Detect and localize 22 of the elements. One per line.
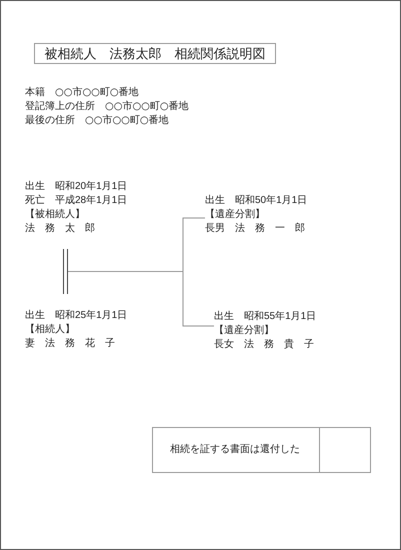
birth-date: 出生 昭和25年1月1日	[25, 309, 128, 323]
role-label: 【相続人】	[25, 323, 75, 337]
seal-box	[319, 427, 371, 473]
role-label: 【被相続人】	[25, 208, 85, 222]
double-line	[63, 249, 68, 294]
person-name: 法 務 太 郎	[25, 222, 95, 236]
connector-line	[66, 271, 214, 326]
person-name: 長女 法 務 貴 子	[214, 338, 314, 352]
person-name: 妻 法 務 花 子	[25, 337, 115, 351]
note-box	[152, 427, 320, 473]
role-label: 【遺産分割】	[205, 208, 265, 222]
address-text: 本籍 ○○市○○町○番地	[25, 86, 139, 100]
address-text: 最後の住所 ○○市○○町○番地	[25, 114, 169, 128]
birth-date: 出生 昭和20年1月1日	[25, 180, 128, 194]
birth-date: 出生 昭和55年1月1日	[214, 310, 316, 324]
address-text: 登記簿上の住所 ○○市○○町○番地	[25, 100, 189, 114]
title-heading: 被相続人 法務太郎 相続関係説明図	[34, 43, 276, 64]
person-name: 長男 法 務 一 郎	[205, 222, 305, 236]
death-date: 死亡 平成28年1月1日	[25, 194, 128, 208]
role-label: 【遺産分割】	[214, 324, 274, 338]
birth-date: 出生 昭和50年1月1日	[205, 194, 308, 208]
note-text: 相続を証する書面は還付した	[170, 443, 300, 457]
